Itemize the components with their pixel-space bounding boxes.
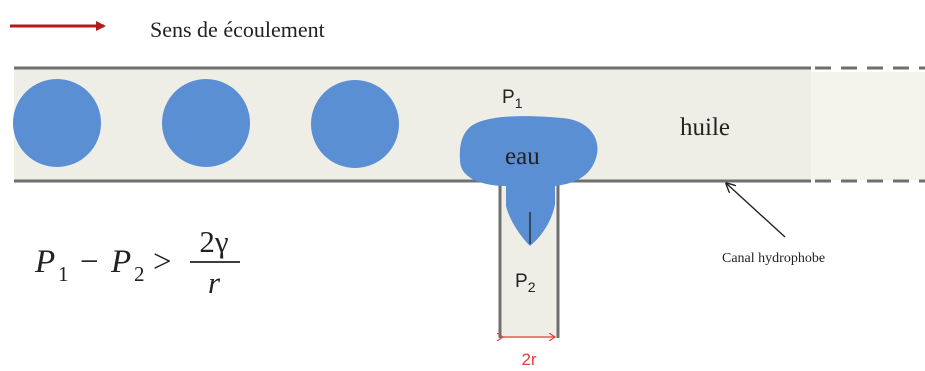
equation-sub1: 1	[58, 262, 69, 286]
label-water: eau	[505, 143, 540, 170]
deforming-droplet	[459, 116, 598, 246]
equation-minus: −	[80, 244, 99, 280]
label-p2: P2	[515, 271, 536, 295]
equation-gt: >	[153, 244, 172, 280]
flow-direction-label: Sens de écoulement	[150, 17, 325, 42]
callout-arrow	[727, 184, 786, 238]
label-hydrophobic-channel: Canal hydrophobe	[722, 251, 825, 266]
main-channel	[14, 68, 811, 182]
equation-numerator: 2γ	[199, 224, 228, 259]
droplet	[162, 79, 250, 167]
equation-denominator: r	[208, 265, 221, 300]
water-droplets	[13, 79, 399, 168]
equation-p2: P	[110, 244, 131, 280]
channel-continuation	[811, 72, 925, 180]
label-oil: huile	[680, 114, 730, 141]
channel-walls	[14, 66, 925, 338]
label-p1: P1	[502, 87, 523, 111]
droplet	[13, 79, 101, 167]
label-width: 2r	[521, 350, 536, 369]
droplet	[311, 80, 399, 168]
pressure-equation: P 1 − P 2 > 2γ r	[34, 224, 240, 300]
equation-p1: P	[34, 244, 55, 280]
equation-sub2: 2	[134, 262, 145, 286]
